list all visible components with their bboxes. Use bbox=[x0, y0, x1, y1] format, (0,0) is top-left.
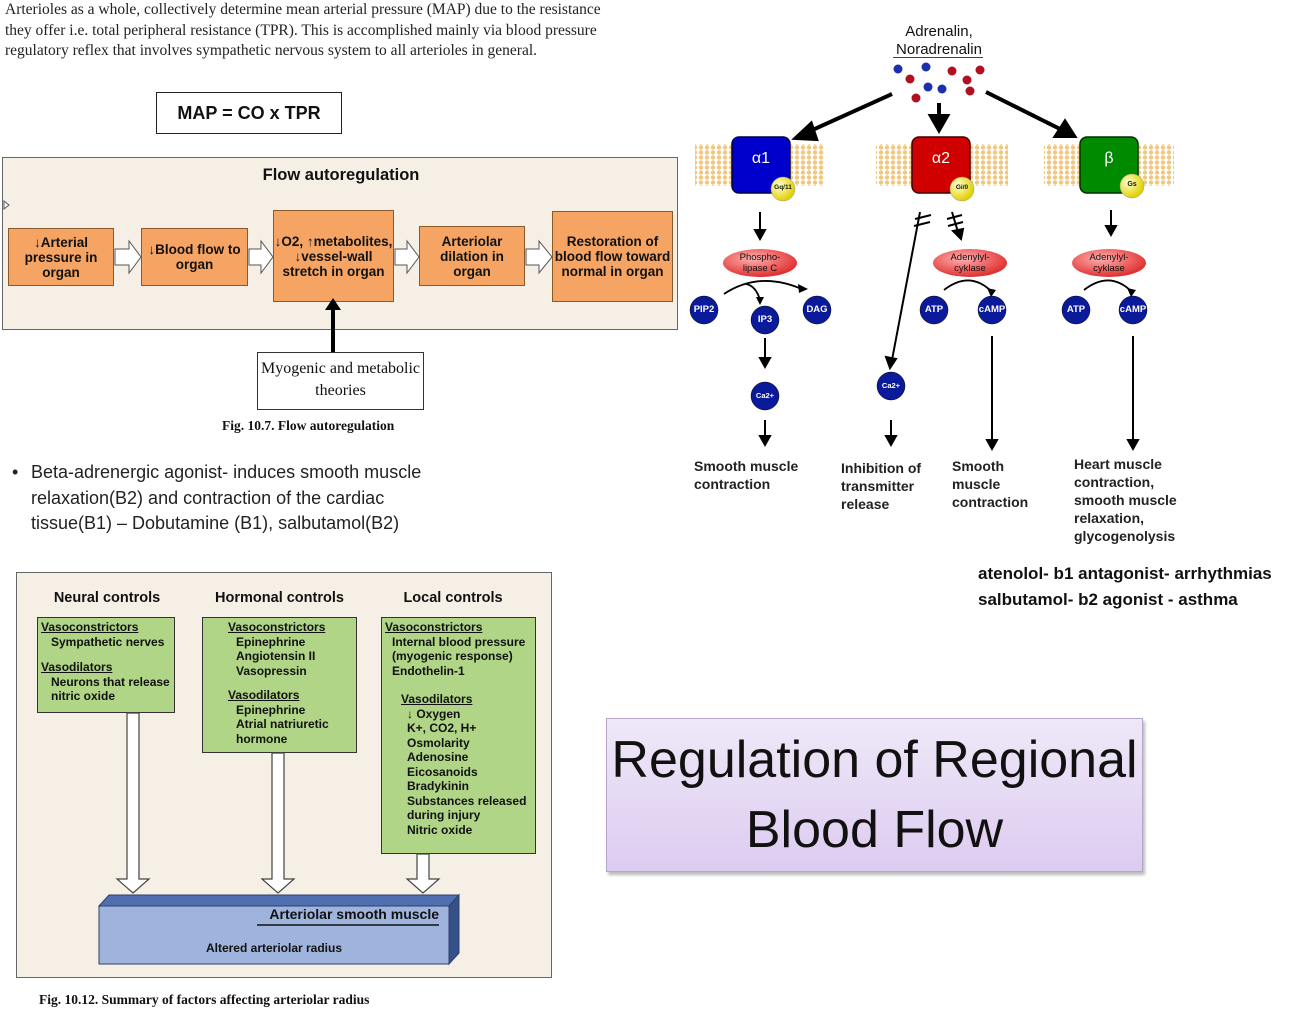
list-item: Adenosine bbox=[407, 750, 469, 764]
gi0-label: Gi/0 bbox=[955, 184, 969, 191]
phospholipase-c-enzyme bbox=[723, 249, 797, 277]
arteriolar-smooth-muscle-label: Arteriolar smooth muscle bbox=[269, 906, 439, 922]
neural-vasoconstrictors-title: Vasoconstrictors bbox=[41, 620, 139, 634]
note-salbutamol: salbutamol- b2 agonist - asthma bbox=[978, 590, 1238, 609]
receptor-alpha1 bbox=[731, 136, 796, 202]
fig-10-12-caption: Fig. 10.12. Summary of factors affecting… bbox=[39, 992, 370, 1007]
hormonal-vasodilators-title: Vasodilators bbox=[228, 688, 300, 702]
list-item: Internal blood pressure (myogenic respon… bbox=[392, 634, 526, 664]
receptor-alpha2 bbox=[911, 136, 975, 202]
note-atenolol: atenolol- b1 antagonist- arrhythmias bbox=[978, 564, 1272, 583]
gq11-label: Gq/11 bbox=[774, 184, 792, 191]
second-messenger-circles bbox=[689, 295, 1148, 411]
neural-controls-box: Vasoconstrictors Sympathetic nerves Vaso… bbox=[37, 617, 175, 713]
slide-title: Regulation of Regional Blood Flow bbox=[606, 718, 1143, 872]
atp-label-2: ATP bbox=[1066, 304, 1086, 315]
pathway-arrows bbox=[753, 210, 1140, 452]
bullet-dot: • bbox=[12, 462, 19, 482]
outcome-alpha2-presynaptic: Inhibition of transmitter release bbox=[841, 460, 922, 512]
arteriolar-radius-panel: Neural controls Hormonal controls Local … bbox=[16, 572, 552, 978]
list-item: Nitric oxide bbox=[407, 822, 473, 837]
list-item: Epinephrine bbox=[236, 702, 306, 717]
neural-vasodilators-title: Vasodilators bbox=[41, 660, 113, 674]
local-vasodilators-title: Vasodilators bbox=[401, 692, 473, 706]
list-item: Atrial natriuretic hormone bbox=[236, 717, 329, 746]
outcome-alpha2: Smooth muscle contraction bbox=[952, 458, 1029, 510]
beta-symbol: β bbox=[1104, 150, 1114, 167]
flow-title: Flow autoregulation bbox=[262, 166, 420, 184]
theories-box: Myogenic and metabolic theories bbox=[257, 352, 424, 410]
pip2-label: PIP2 bbox=[693, 304, 715, 315]
list-item: Angiotensin II bbox=[236, 649, 316, 663]
neural-controls-header: Neural controls bbox=[53, 590, 161, 606]
phospholipase-label: Phospho-lipase C bbox=[739, 252, 781, 274]
flow-box-arteriolar-dilation: Arteriolar dilation in organ bbox=[419, 226, 525, 286]
alpha1-symbol: α1 bbox=[751, 150, 771, 167]
outcome-alpha1: Smooth muscle contraction bbox=[694, 458, 799, 492]
outcome-beta: Heart muscle contraction, smooth muscle … bbox=[1074, 456, 1177, 544]
flow-arrows bbox=[3, 199, 553, 275]
ca-label-1: Ca2+ bbox=[755, 391, 775, 400]
fig-10-7-caption: Fig. 10.7. Flow autoregulation bbox=[222, 418, 395, 433]
camp-label-2: cAMP bbox=[1119, 304, 1147, 315]
list-item: Osmolarity bbox=[407, 735, 470, 750]
flow-box-arterial-pressure: ↓Arterial pressure in organ bbox=[8, 228, 114, 286]
beta-agonist-bullet: • Beta-adrenergic agonist- induces smoot… bbox=[12, 460, 432, 537]
ca-label-2: Ca2+ bbox=[881, 381, 901, 390]
intro-paragraph: Arterioles as a whole, collectively dete… bbox=[5, 1, 601, 59]
theories-up-arrow bbox=[325, 298, 341, 352]
flow-box-blood-flow: ↓Blood flow to organ bbox=[141, 228, 248, 286]
adenylyl-cyclase-label-2: Adenylyl-cyklase bbox=[1089, 252, 1129, 274]
ligand-molecules bbox=[893, 62, 985, 103]
list-item: Vasopressin bbox=[236, 663, 307, 678]
list-item: Substances released during injury bbox=[407, 793, 527, 823]
list-item: Endothelin-1 bbox=[392, 663, 465, 678]
hormonal-controls-header: Hormonal controls bbox=[215, 590, 344, 606]
ligand-arrows bbox=[791, 90, 1078, 142]
adenylyl-cyclase-label-1: Adenylyl-cyklase bbox=[950, 252, 990, 274]
flow-box-restoration: Restoration of blood flow toward normal … bbox=[552, 211, 673, 302]
adenylyl-cyclase-beta bbox=[1072, 249, 1146, 277]
adenylyl-cyclase-alpha2 bbox=[933, 249, 1007, 277]
list-item: Eicosanoids bbox=[407, 764, 478, 779]
flow-autoregulation-panel: Flow autoregulation ↓Arterial pressure i… bbox=[2, 157, 678, 330]
atp-label-1: ATP bbox=[924, 304, 944, 315]
list-item: ↓ Oxygen bbox=[407, 706, 461, 721]
ligand-label: Adrenalin, Noradrenalin bbox=[896, 23, 982, 58]
altered-radius-label: Altered arteriolar radius bbox=[205, 941, 343, 955]
ip3-label: IP3 bbox=[757, 314, 773, 325]
local-controls-box: Vasoconstrictors Internal blood pressure… bbox=[381, 617, 536, 854]
reaction-heads bbox=[756, 284, 1136, 305]
hormonal-controls-box: Vasoconstrictors Epinephrine Angiotensin… bbox=[202, 617, 357, 753]
list-item: K+, CO2, H+ bbox=[407, 721, 477, 735]
bullet-text: Beta-adrenergic agonist- induces smooth … bbox=[31, 462, 422, 533]
list-item: Bradykinin bbox=[407, 779, 470, 793]
camp-label-1: cAMP bbox=[978, 304, 1006, 315]
list-item: Sympathetic nerves bbox=[51, 634, 165, 649]
alpha2-symbol: α2 bbox=[931, 150, 951, 167]
hormonal-vasoconstrictors-title: Vasoconstrictors bbox=[228, 620, 326, 634]
receptor-beta bbox=[1079, 136, 1145, 199]
ligand-underline bbox=[893, 57, 983, 58]
gs-label: Gs bbox=[1127, 181, 1137, 188]
local-controls-header: Local controls bbox=[403, 590, 503, 606]
adrenergic-receptor-diagram bbox=[689, 62, 1174, 452]
map-formula: MAP = CO x TPR bbox=[156, 92, 342, 134]
drug-notes: atenolol- b1 antagonist- arrhythmias sal… bbox=[978, 561, 1272, 613]
list-item: Neurons that release nitric oxide bbox=[51, 674, 170, 704]
flow-box-metabolites: ↓O2, ↑metabolites, ↓vessel-wall stretch … bbox=[273, 210, 394, 302]
local-vasoconstrictors-title: Vasoconstrictors bbox=[385, 620, 483, 634]
list-item: Epinephrine bbox=[236, 634, 306, 649]
arteriolar-arrows-and-slab bbox=[97, 712, 461, 966]
dag-label: DAG bbox=[806, 304, 828, 315]
inhibition-marks bbox=[913, 214, 964, 227]
